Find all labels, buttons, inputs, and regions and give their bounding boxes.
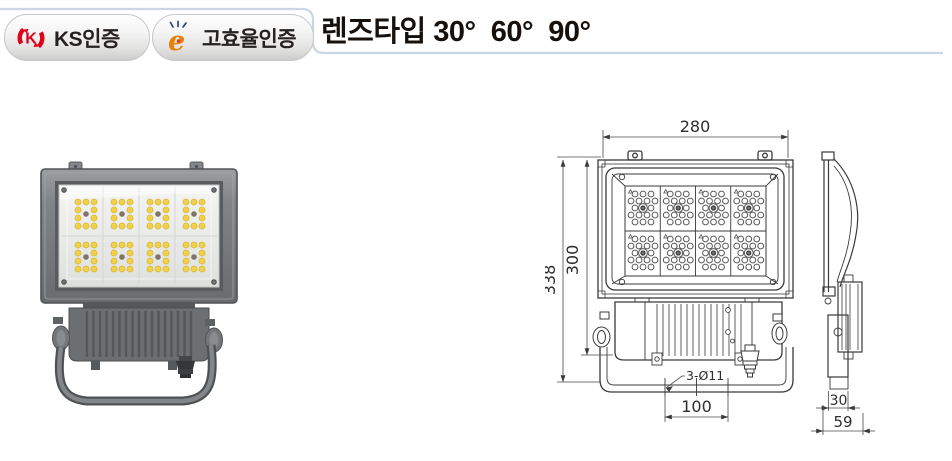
badge-ks-certification: K KS인증 bbox=[4, 14, 150, 61]
page-title: 렌즈타입 30° 60° 90° bbox=[321, 16, 591, 48]
dim-depth-overall-label: 59 bbox=[833, 413, 852, 431]
holes-label: 3-Ø11 bbox=[686, 368, 724, 383]
dim-height-overall-label: 338 bbox=[545, 265, 559, 296]
dim-depth-inner-label: 30 bbox=[830, 393, 848, 409]
high-efficiency-mark-icon: e bbox=[168, 20, 187, 56]
dim-hole-spacing-label: 100 bbox=[681, 397, 712, 416]
product-photo bbox=[40, 161, 238, 406]
badge-ks-label: KS인증 bbox=[54, 27, 120, 51]
svg-text:K: K bbox=[25, 30, 37, 47]
photo-heatsink-body bbox=[68, 303, 210, 370]
photo-cable-gland bbox=[176, 356, 195, 378]
dimension-labels: 280 338 300 3-Ø11 100 30 59 bbox=[545, 117, 853, 431]
front-view bbox=[592, 150, 794, 396]
side-view bbox=[821, 151, 863, 390]
technical-drawing: 280 338 300 3-Ø11 100 30 59 bbox=[545, 117, 875, 435]
ks-mark-icon: K bbox=[17, 27, 45, 48]
badge-efficiency-label: 고효율인증 bbox=[202, 27, 297, 51]
dim-width-label: 280 bbox=[680, 117, 711, 136]
dimension-lines bbox=[557, 130, 875, 435]
badge-high-efficiency-certification: e 고효율인증 bbox=[152, 14, 314, 61]
photo-lamp-frame bbox=[40, 168, 238, 304]
photo-mounting-bracket bbox=[54, 344, 217, 406]
dim-height-inner-label: 300 bbox=[563, 245, 582, 276]
svg-text:e: e bbox=[168, 26, 185, 56]
